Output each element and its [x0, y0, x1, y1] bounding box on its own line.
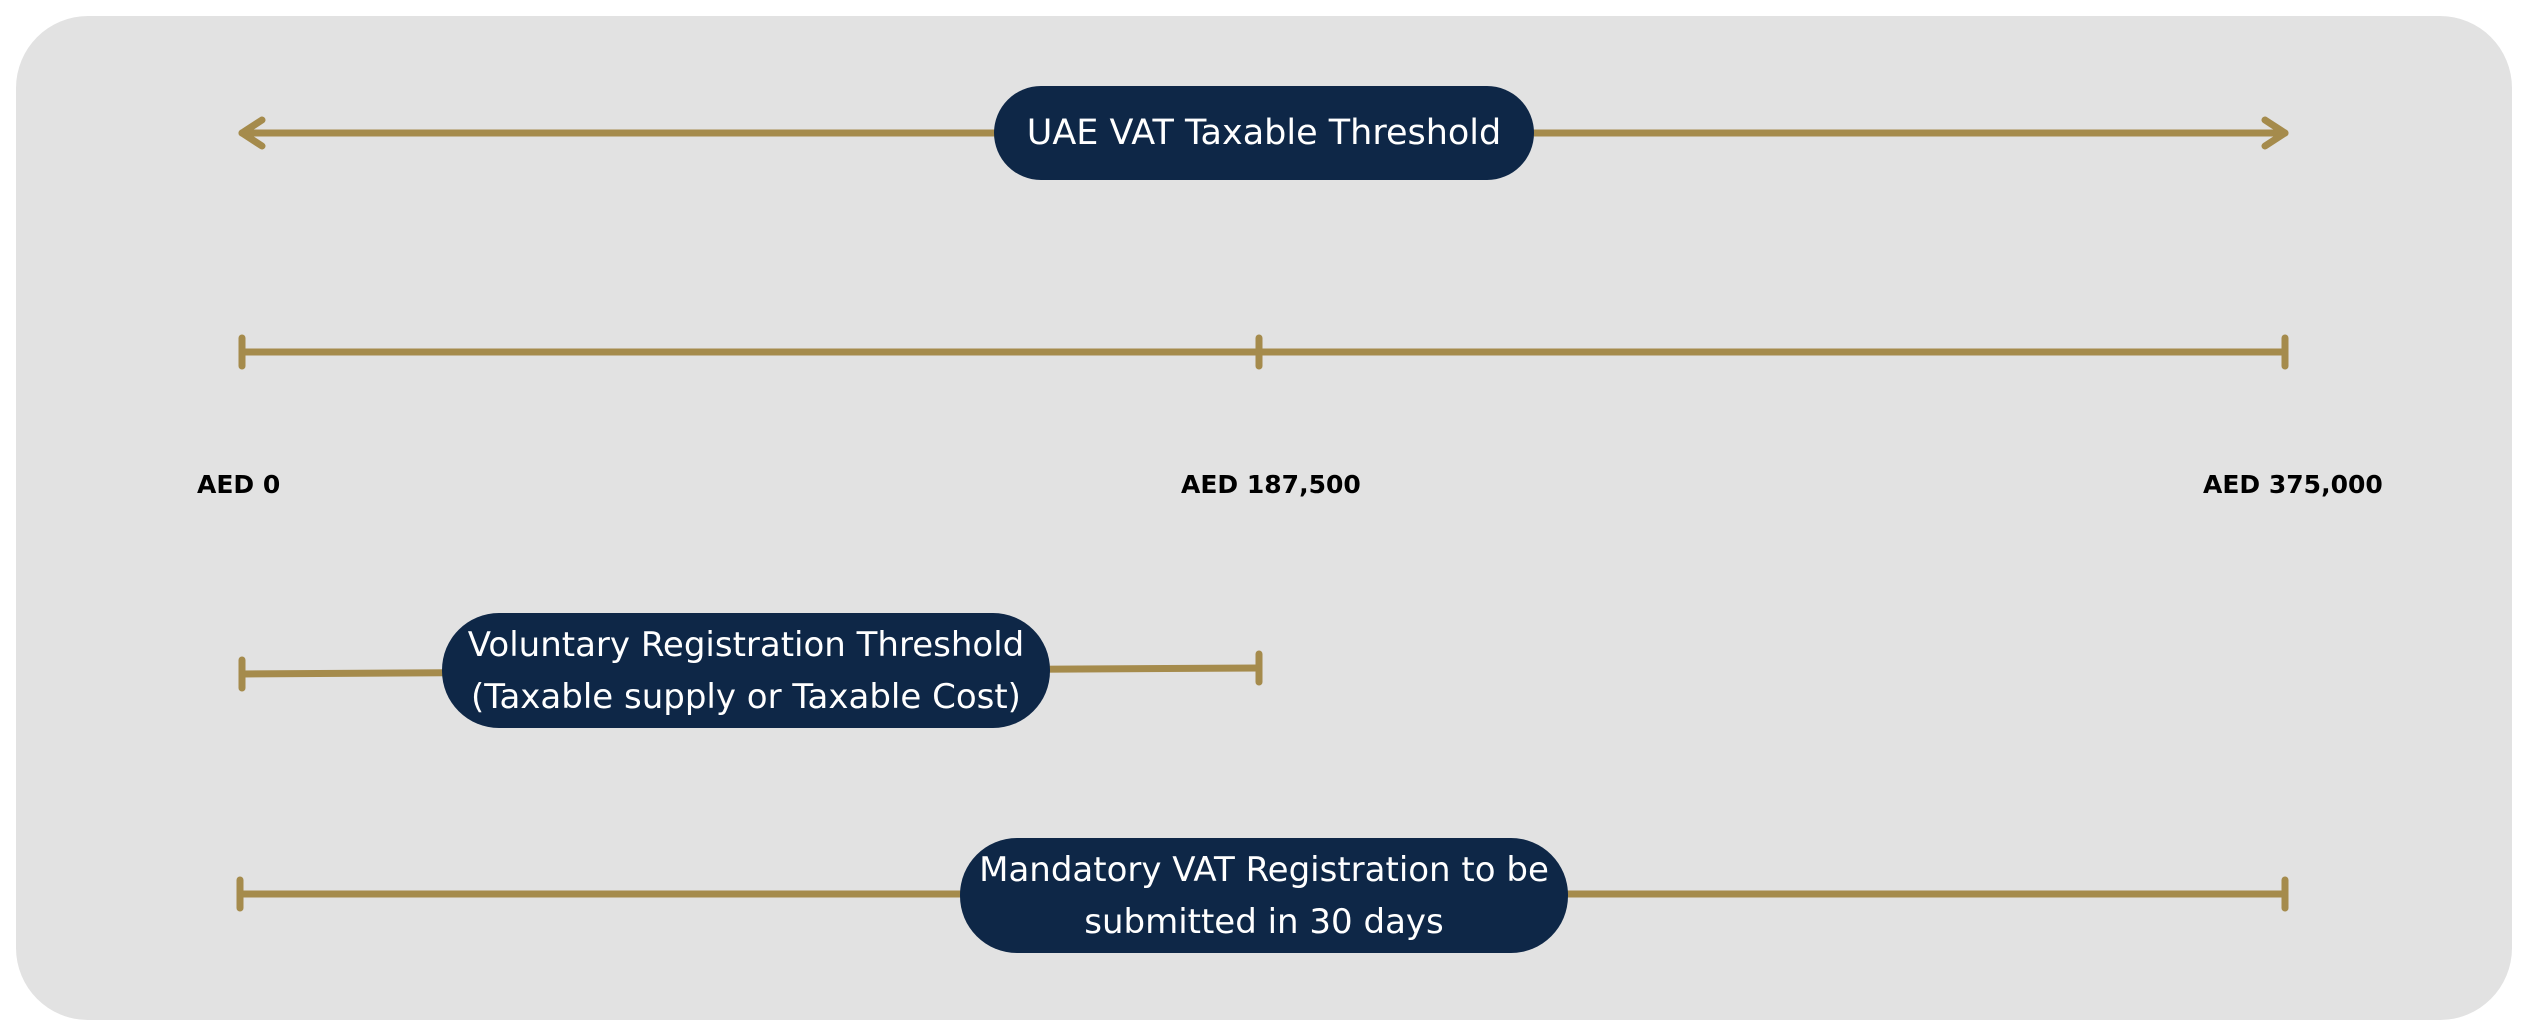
scale-label-mid: AED 187,500 [1181, 470, 1361, 499]
arrow-head-right [2261, 116, 2289, 150]
arrow-head-left [238, 116, 266, 150]
scale-label-min: AED 0 [197, 470, 281, 499]
mandatory-registration-pill: Mandatory VAT Registration to be submitt… [960, 838, 1568, 953]
threshold-title-pill: UAE VAT Taxable Threshold [994, 86, 1534, 180]
threshold-title: UAE VAT Taxable Threshold [1026, 113, 1502, 153]
scale-label-max: AED 375,000 [2203, 470, 2383, 499]
mandatory-line-1: Mandatory VAT Registration to be [979, 849, 1549, 890]
voluntary-threshold-pill: Voluntary Registration Threshold (Taxabl… [442, 613, 1050, 728]
mandatory-line-2: submitted in 30 days [1084, 901, 1444, 942]
voluntary-line-2: (Taxable supply or Taxable Cost) [471, 676, 1021, 717]
voluntary-line-1: Voluntary Registration Threshold [467, 624, 1025, 665]
